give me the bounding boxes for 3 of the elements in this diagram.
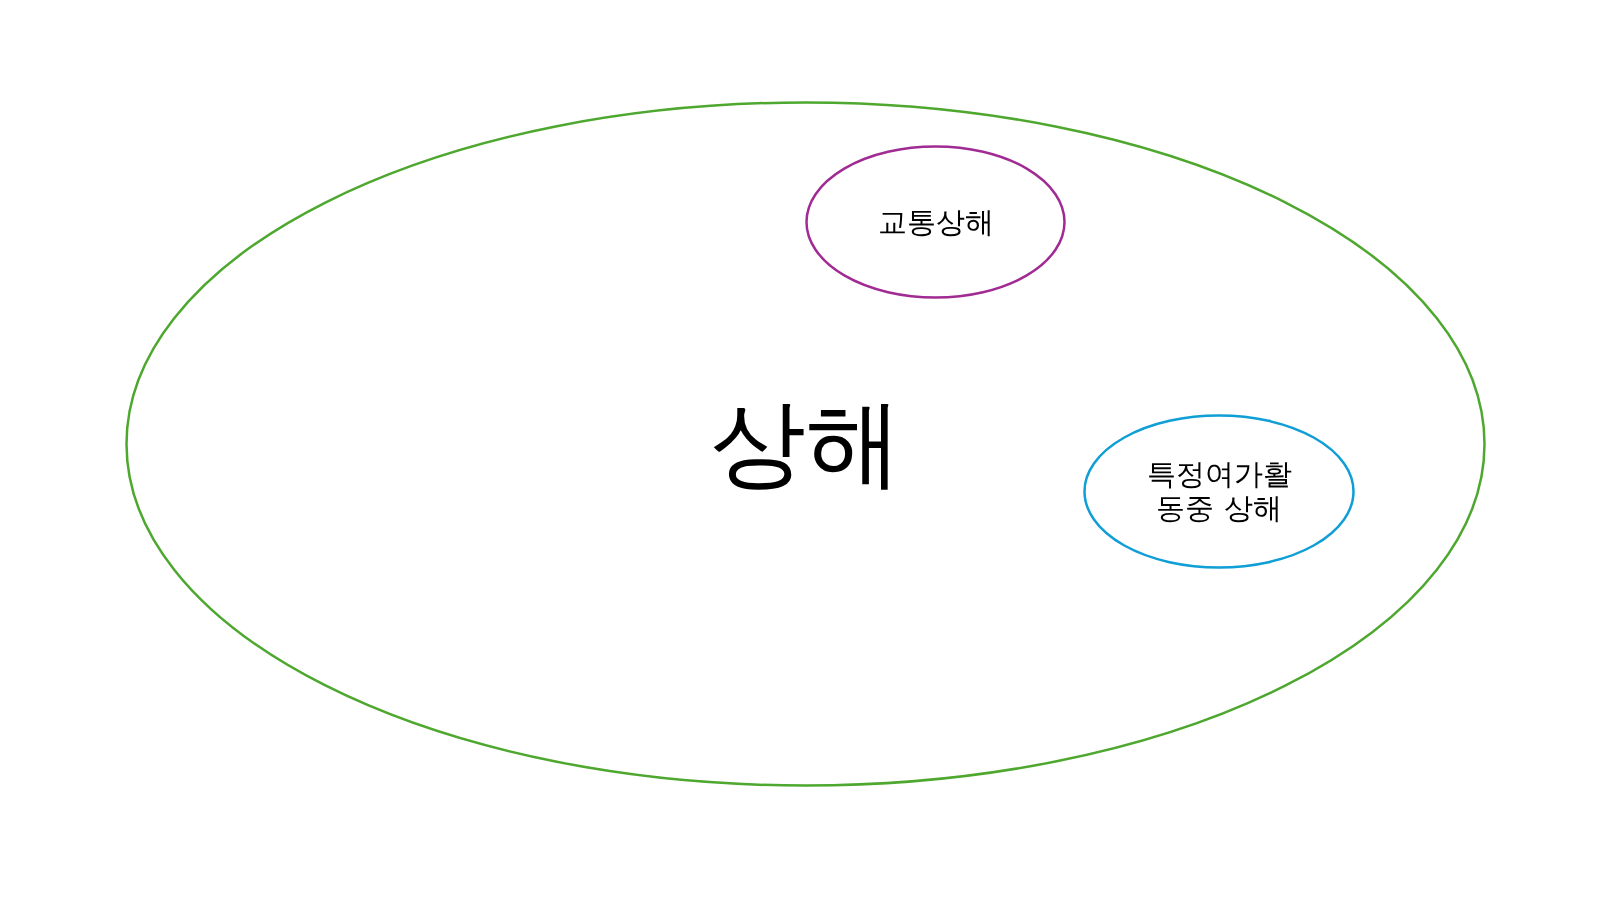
- ellipse-label: 상해: [708, 386, 903, 502]
- ellipse-label: 교통상해: [876, 204, 995, 240]
- ellipse-label: 특정여가활동중 상해: [1145, 456, 1293, 527]
